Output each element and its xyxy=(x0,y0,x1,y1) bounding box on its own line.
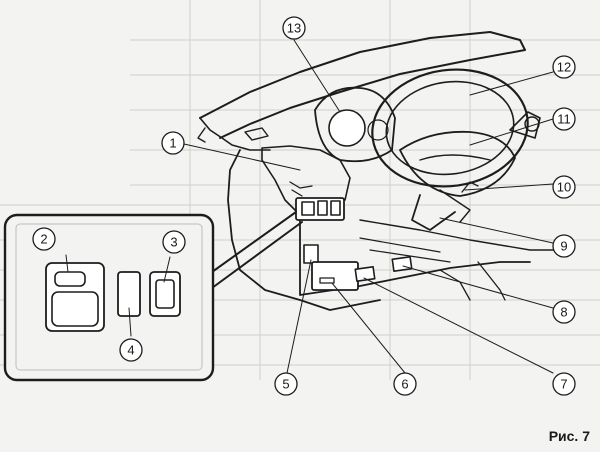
steering-wheel xyxy=(371,68,529,231)
callout-9: 9 xyxy=(552,234,576,258)
callout-6: 6 xyxy=(393,372,417,396)
callout-8: 8 xyxy=(552,300,576,324)
callout-4-label: 4 xyxy=(127,343,134,358)
callout-8-label: 8 xyxy=(560,305,567,320)
callout-6-label: 6 xyxy=(401,377,408,392)
callout-7: 7 xyxy=(552,372,576,396)
switch-block xyxy=(295,197,345,221)
callout-3-label: 3 xyxy=(170,235,177,250)
callout-12-label: 12 xyxy=(557,60,571,75)
box-6 xyxy=(311,261,359,291)
callout-13: 13 xyxy=(282,16,306,40)
callout-10-label: 10 xyxy=(557,180,571,195)
callout-5: 5 xyxy=(274,372,298,396)
callout-11: 11 xyxy=(552,107,576,131)
callout-9-label: 9 xyxy=(560,239,567,254)
switch-7 xyxy=(354,266,376,282)
figure-caption: Рис. 7 xyxy=(548,428,590,444)
callout-2: 2 xyxy=(32,227,56,251)
callout-13-label: 13 xyxy=(287,21,301,36)
inset-detail xyxy=(3,213,215,382)
instrument-cluster xyxy=(314,86,396,163)
leader-lines xyxy=(65,39,554,374)
callout-5-label: 5 xyxy=(282,377,289,392)
dashboard-outline xyxy=(197,31,561,311)
callout-1-label: 1 xyxy=(169,136,176,151)
callout-10: 10 xyxy=(552,175,576,199)
zoom-lines xyxy=(211,211,303,289)
callout-2-label: 2 xyxy=(40,232,47,247)
callout-1: 1 xyxy=(161,131,185,155)
callout-3: 3 xyxy=(162,230,186,254)
switch-8 xyxy=(391,256,413,272)
callout-12: 12 xyxy=(552,55,576,79)
callout-11-label: 11 xyxy=(557,112,571,127)
switch-5 xyxy=(303,244,319,264)
callout-7-label: 7 xyxy=(560,377,567,392)
callout-4: 4 xyxy=(119,338,143,362)
